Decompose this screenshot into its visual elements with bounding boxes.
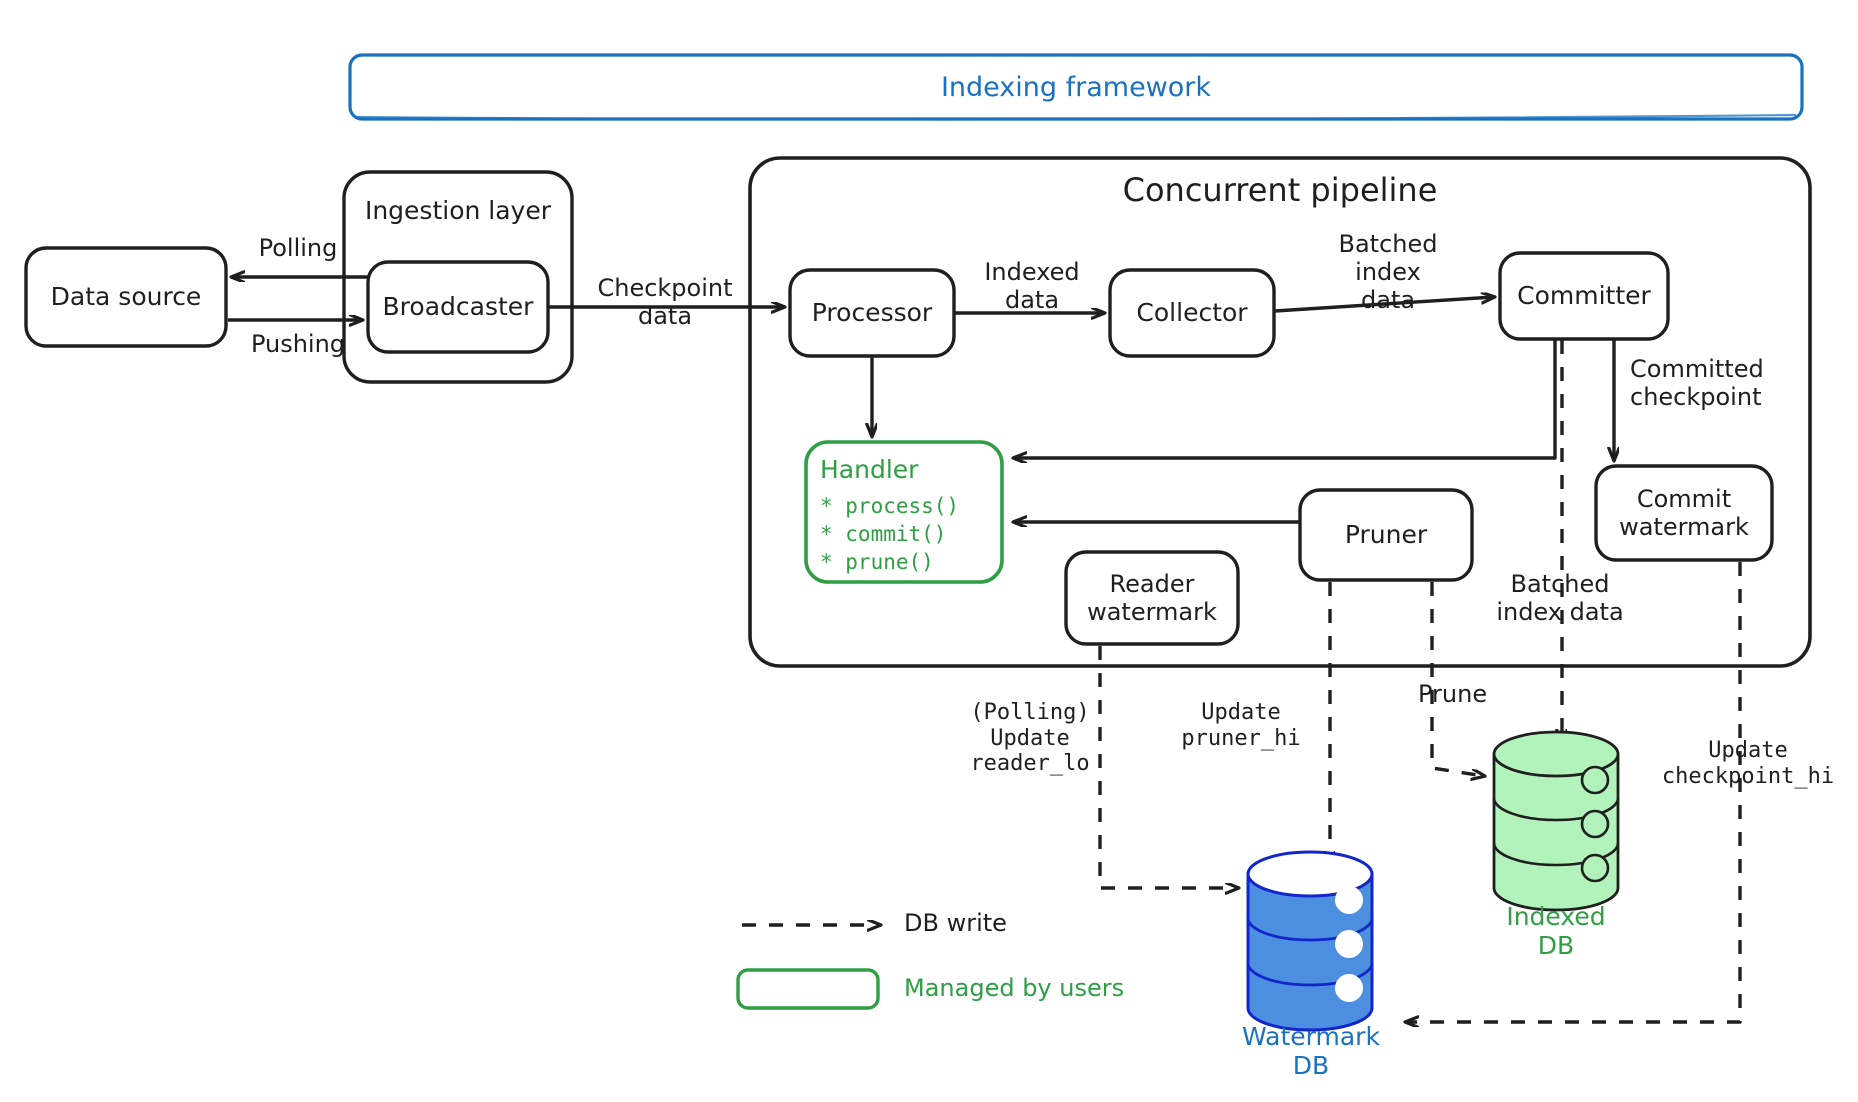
reader-watermark-node[interactable] (1064, 550, 1240, 646)
edge-label-polling: Polling (258, 234, 338, 262)
commit-watermark-node[interactable] (1594, 464, 1774, 562)
handler-title: Handler (820, 455, 919, 484)
edge-prune-db-write (1430, 582, 1484, 776)
legend-managed-by-users-label: Managed by users (904, 974, 1125, 1002)
data-source-label[interactable]: Data source (50, 282, 202, 312)
handler-method-commit: * commit() (820, 522, 947, 546)
edge-checkpoint-hi-db-write (1406, 562, 1742, 1022)
edge-batched-index-data (1274, 297, 1494, 313)
broadcaster-label[interactable]: Broadcaster (382, 292, 534, 322)
ingestion-layer-title: Ingestion layer (364, 196, 552, 225)
pruner-node[interactable] (1298, 488, 1474, 582)
edge-label-batched-index-data-bottom: Batched index data (1496, 570, 1624, 627)
pruner-label[interactable]: Pruner (1344, 520, 1428, 550)
edge-committer-to-handler (1014, 340, 1557, 458)
edge-label-indexed-data: Indexed data (984, 258, 1080, 315)
edge-label-prune: Prune (1418, 680, 1488, 708)
handler-method-process: * process() (820, 494, 960, 518)
reader-watermark-label[interactable]: Reader watermark (1087, 569, 1217, 626)
edge-label-committed-checkpoint: Committed checkpoint (1630, 355, 1764, 412)
data-source-node[interactable] (24, 246, 228, 348)
processor-node[interactable] (788, 268, 956, 358)
legend-managed-by-users-sample (736, 968, 880, 1010)
committer-node[interactable] (1498, 251, 1670, 341)
edge-label-update-pruner-hi: Update pruner_hi (1181, 700, 1301, 751)
edge-reader-watermark-db-write (1098, 646, 1238, 888)
legend-db-write-label: DB write (904, 909, 1007, 937)
collector-node[interactable] (1108, 268, 1276, 358)
handler-method-prune: * prune() (820, 550, 934, 574)
concurrent-pipeline-title: Concurrent pipeline (1122, 171, 1438, 209)
edge-label-checkpoint-data: Checkpoint data (597, 274, 733, 331)
committer-label[interactable]: Committer (1517, 281, 1651, 311)
indexed-db-cylinder[interactable] (1492, 730, 1620, 912)
edge-label-update-checkpoint-hi: Update checkpoint_hi (1661, 738, 1835, 789)
edge-label-pushing: Pushing (250, 330, 346, 358)
indexed-db-caption: Indexed DB (1506, 902, 1606, 961)
indexing-framework-title: Indexing framework (940, 72, 1212, 103)
handler-node[interactable] (804, 440, 1004, 584)
indexing-framework-frame (348, 53, 1804, 121)
broadcaster-node[interactable] (366, 260, 550, 354)
collector-label[interactable]: Collector (1136, 298, 1248, 328)
edge-label-update-reader-lo: (Polling) Update reader_lo (970, 700, 1090, 777)
watermark-db-cylinder[interactable] (1246, 850, 1374, 1032)
concurrent-pipeline-frame (748, 156, 1812, 668)
watermark-db-caption: Watermark DB (1242, 1022, 1380, 1081)
commit-watermark-label[interactable]: Commit watermark (1619, 484, 1749, 541)
processor-label[interactable]: Processor (811, 298, 933, 328)
edge-label-batched-index-data-top: Batched index data (1338, 230, 1438, 315)
